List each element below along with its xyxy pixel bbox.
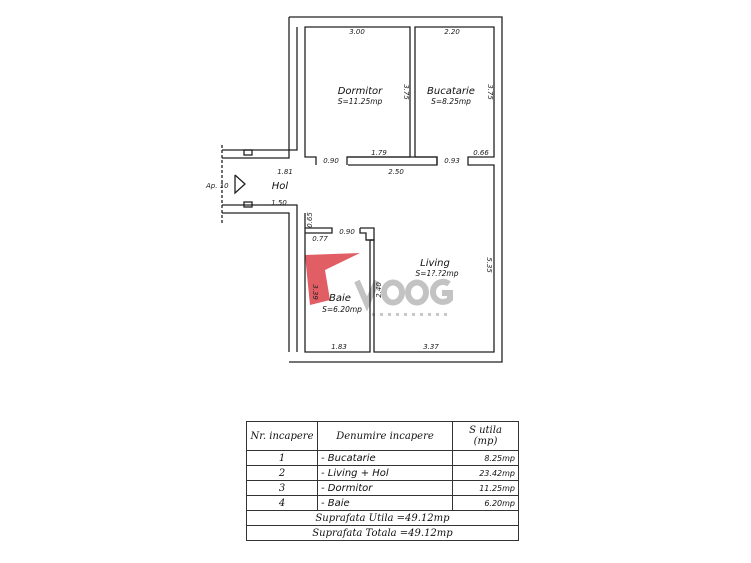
dim: 0.90 bbox=[323, 157, 339, 165]
wall bbox=[222, 17, 290, 159]
header-area: S utila (mp) bbox=[452, 421, 519, 451]
dim: 3.37 bbox=[423, 343, 439, 351]
dim: 0.93 bbox=[444, 157, 460, 165]
header-denumire: Denumire incapere bbox=[317, 421, 453, 451]
room-area-baie: S=6.20mp bbox=[322, 305, 362, 314]
baie-top bbox=[359, 227, 375, 241]
dim: 2.50 bbox=[388, 168, 404, 176]
hall-wall bbox=[415, 156, 438, 165]
wall bbox=[222, 204, 298, 352]
dim: 0.90 bbox=[339, 228, 355, 236]
dim: 1.81 bbox=[277, 168, 293, 176]
cell-area: 8.25mp bbox=[452, 450, 519, 466]
dim: 3.00 bbox=[349, 28, 365, 36]
cell-area: 11.25mp bbox=[452, 480, 519, 496]
dim: 2.40 bbox=[375, 282, 383, 298]
room-label-hol: Hol bbox=[272, 181, 289, 192]
dim: 5.35 bbox=[485, 257, 493, 273]
wall-pillar bbox=[243, 149, 253, 156]
outer-wall bbox=[289, 16, 503, 363]
entrance-label: Ap. 10 bbox=[205, 182, 229, 190]
room-label-living: Living bbox=[420, 258, 450, 269]
area-table: Nr. incapere Denumire incapere S utila (… bbox=[246, 421, 519, 541]
cell-nr: 1 bbox=[246, 450, 318, 466]
cell-area: 6.20mp bbox=[452, 495, 519, 511]
room-area-living: S=1?.?2mp bbox=[415, 269, 458, 278]
hall-wall bbox=[347, 156, 438, 166]
cell-nr: 2 bbox=[246, 465, 318, 481]
cell-name: - Bucatarie bbox=[317, 450, 453, 466]
total-totala-row: Suprafata Totala =49.12mp bbox=[246, 525, 519, 541]
cell-name: - Dormitor bbox=[317, 480, 453, 496]
room-label-dormitor: Dormitor bbox=[338, 86, 383, 97]
wall bbox=[222, 212, 290, 352]
baie-top bbox=[305, 227, 333, 234]
watermark-logo bbox=[305, 253, 453, 316]
cell-name: - Living + Hol bbox=[317, 465, 453, 481]
room-label-bucatarie: Bucatarie bbox=[427, 86, 475, 97]
total-utila: Suprafata Utila =49.12mp bbox=[246, 510, 519, 526]
dim: 3.39 bbox=[311, 284, 319, 300]
cell-name: - Baie bbox=[317, 495, 453, 511]
dim: 0.77 bbox=[312, 235, 328, 243]
room-label-baie: Baie bbox=[329, 293, 351, 304]
wall bbox=[222, 27, 298, 151]
dim: 0.66 bbox=[473, 149, 489, 157]
dim: 2.20 bbox=[444, 28, 460, 36]
wall-pillar bbox=[243, 201, 253, 208]
dim: 1.50 bbox=[271, 199, 287, 207]
total-utila-row: Suprafata Utila =49.12mp bbox=[246, 510, 519, 526]
dim: 1.83 bbox=[331, 343, 347, 351]
bucatarie-walls bbox=[366, 26, 495, 353]
room-area-dormitor: S=11.25mp bbox=[338, 97, 383, 106]
dim: 3.75 bbox=[486, 84, 494, 100]
cell-nr: 4 bbox=[246, 495, 318, 511]
dim: 0.65 bbox=[306, 212, 314, 228]
entrance-arrow-icon bbox=[234, 174, 246, 195]
dim: 3.75 bbox=[402, 84, 410, 100]
cell-area: 23.42mp bbox=[452, 465, 519, 481]
room-area-bucatarie: S=8.25mp bbox=[431, 97, 471, 106]
dim: 1.79 bbox=[371, 149, 387, 157]
cell-nr: 3 bbox=[246, 480, 318, 496]
table-header: Nr. incapere Denumire incapere S utila (… bbox=[246, 421, 519, 451]
header-nr: Nr. incapere bbox=[246, 421, 318, 451]
total-totala: Suprafata Totala =49.12mp bbox=[246, 525, 519, 541]
